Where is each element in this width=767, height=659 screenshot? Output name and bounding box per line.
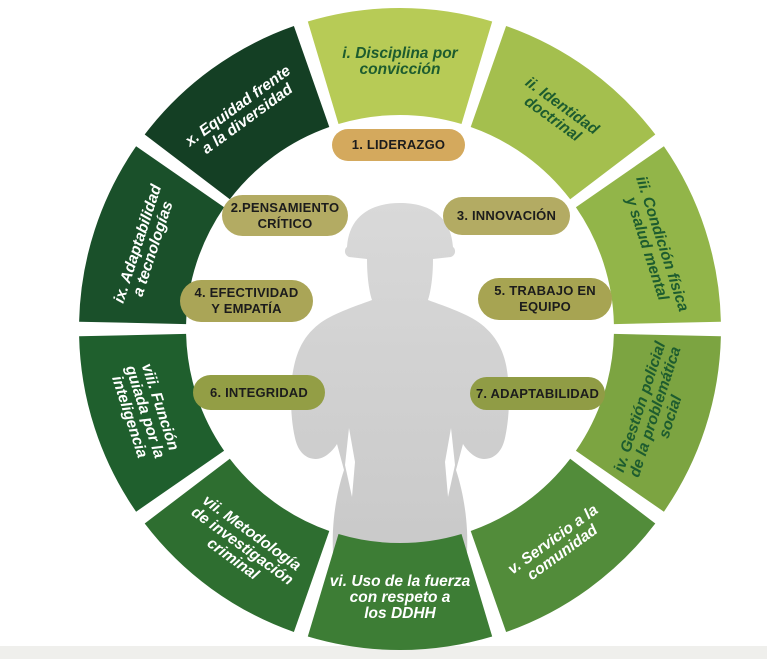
pill-liderazgo: 1. LIDERAZGO bbox=[332, 129, 465, 161]
pill-integridad-label: 6. INTEGRIDAD bbox=[210, 384, 308, 400]
ring-segment-viii bbox=[79, 333, 225, 512]
pill-adaptabilidad: 7. ADAPTABILIDAD bbox=[470, 377, 605, 410]
ring-segment-vi bbox=[307, 534, 493, 651]
pill-adaptabilidad-label: 7. ADAPTABILIDAD bbox=[475, 385, 600, 401]
ring-segment-vii-label: vii. Metodologíade investigacióncriminal bbox=[179, 491, 306, 602]
pill-liderazgo-label: 1. LIDERAZGO bbox=[351, 137, 446, 153]
ring-segment-vii bbox=[144, 458, 330, 632]
ring-segment-v bbox=[470, 458, 656, 632]
pill-innovacion: 3. INNOVACIÓN bbox=[443, 197, 570, 235]
pill-pensamiento-label: 2.PENSAMIENTO CRÍTICO bbox=[230, 199, 340, 231]
ring-segment-iv bbox=[575, 333, 721, 512]
ring-segment-x bbox=[144, 26, 330, 200]
pill-innovacion-label: 3. INNOVACIÓN bbox=[456, 208, 557, 224]
pill-trabajo-equipo-label: 5. TRABAJO EN EQUIPO bbox=[494, 283, 596, 314]
pill-integridad: 6. INTEGRIDAD bbox=[193, 375, 325, 410]
police-officer-silhouette bbox=[291, 203, 509, 600]
ring-segment-ii bbox=[470, 26, 656, 200]
pill-efectividad: 4. EFECTIVIDAD Y EMPATÍA bbox=[180, 280, 313, 322]
bottom-edge-strip bbox=[0, 646, 767, 659]
pill-pensamiento: 2.PENSAMIENTO CRÍTICO bbox=[222, 195, 348, 236]
pill-trabajo-equipo: 5. TRABAJO EN EQUIPO bbox=[478, 278, 612, 320]
ring-segment-ix bbox=[79, 146, 225, 325]
ring-segment-i bbox=[307, 7, 493, 124]
ring-segment-iii bbox=[575, 146, 721, 325]
pill-efectividad-label: 4. EFECTIVIDAD Y EMPATÍA bbox=[194, 285, 299, 316]
